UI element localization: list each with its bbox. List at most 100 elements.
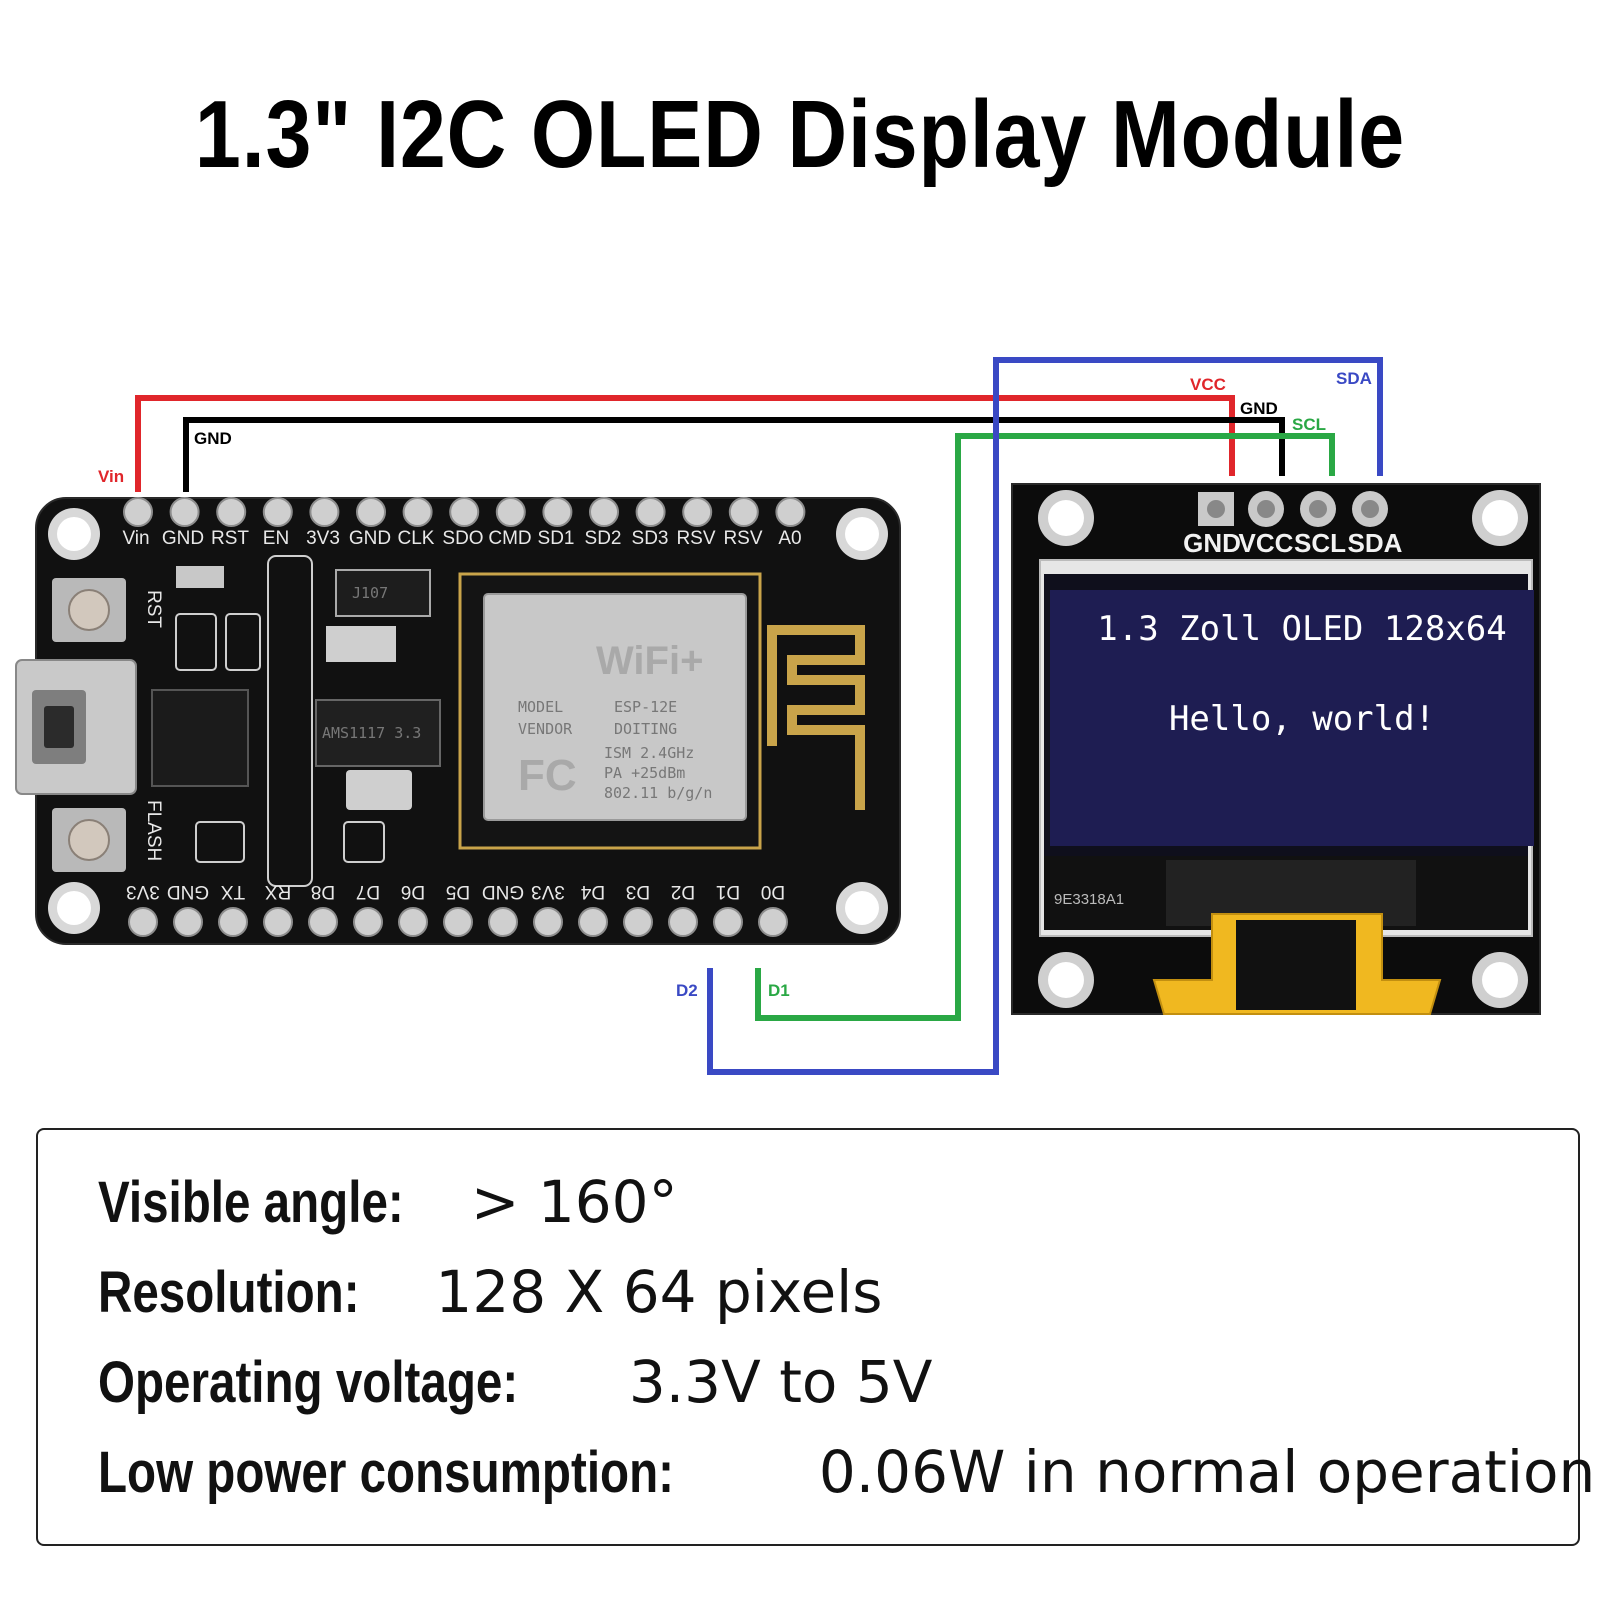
top-pin-label: 3V3 <box>306 528 340 549</box>
smd-components <box>175 555 385 887</box>
header-pin <box>758 907 788 937</box>
oled-pin-label: SDA <box>1348 528 1403 558</box>
header-pin <box>128 907 158 937</box>
mounting-hole-icon <box>48 508 888 934</box>
oled-screen-line2: Hello, world! <box>1169 699 1435 739</box>
top-pin-label: SD2 <box>585 528 622 549</box>
bottom-pin-label: D1 <box>716 881 740 902</box>
bottom-pin-label: 3V3 <box>531 881 565 902</box>
top-pin-label: GND <box>162 528 204 549</box>
rst-button-label: RST <box>143 590 164 628</box>
top-pin-label: SD1 <box>538 528 575 549</box>
header-pin <box>668 907 698 937</box>
bottom-pin-label: TX <box>221 881 246 902</box>
header-pin <box>533 907 563 937</box>
bottom-pin-label: D0 <box>761 881 785 902</box>
usb-port-icon <box>15 659 137 795</box>
svg-text:ISM 2.4GHz: ISM 2.4GHz <box>604 744 694 762</box>
header-pin <box>775 497 806 527</box>
header-pin <box>356 497 386 527</box>
top-pin-label: GND <box>349 528 391 549</box>
header-pin <box>488 907 518 937</box>
header-pin <box>398 907 428 937</box>
bottom-pin-label: D6 <box>401 881 425 902</box>
bottom-header-pins <box>128 907 788 937</box>
spec-key: Low power consumption: <box>98 1440 674 1505</box>
header-pin <box>402 497 433 527</box>
spec-key: Operating voltage: <box>98 1350 519 1415</box>
top-pin-label: RST <box>211 528 249 549</box>
svg-text:MODEL: MODEL <box>518 698 563 716</box>
spec-value: 0.06W in normal operation <box>800 1438 1596 1506</box>
rst-button <box>52 578 126 642</box>
vcc-label: VCC <box>1190 375 1226 394</box>
bottom-pin-label: GND <box>482 881 524 902</box>
pcb-antenna-icon <box>767 625 865 810</box>
oled-screen-line1: 1.3 Zoll OLED 128x64 <box>1097 609 1506 649</box>
flash-button <box>52 808 126 872</box>
top-pin-label: Vin <box>122 528 149 549</box>
specs-box: Visible angle:> 160° Resolution: 128 X 6… <box>36 1128 1595 1546</box>
gnd-wire <box>183 417 1285 492</box>
header-pin <box>353 907 383 937</box>
oled-pin-label: GND <box>1183 528 1241 558</box>
header-pin <box>123 497 153 527</box>
wire-labels: Vin GND VCC GND SCL SDA D2 D1 <box>98 369 1372 1000</box>
svg-text:VENDOR: VENDOR <box>518 720 573 738</box>
header-pin <box>216 497 247 527</box>
sda-label: SDA <box>1336 369 1372 388</box>
bottom-pin-label: D5 <box>446 881 470 902</box>
sda-wire <box>707 357 1383 1075</box>
header-pin <box>713 907 743 937</box>
nodemcu-board: RST FLASH J107 AMS1117 3.3 WiFi+ MODEL <box>15 497 901 945</box>
d2-label: D2 <box>676 981 698 1000</box>
top-pin-label: RSV <box>723 528 762 549</box>
svg-text:AMS1117 3.3: AMS1117 3.3 <box>322 724 421 742</box>
bottom-pin-label: 3V3 <box>126 881 160 902</box>
header-pin <box>449 497 480 527</box>
oled-pin-label: VCC <box>1239 528 1294 558</box>
top-pin-label: SD3 <box>632 528 669 549</box>
header-pin <box>635 497 666 527</box>
scl-wire <box>755 433 1335 1021</box>
esp12e-module: WiFi+ MODEL ESP-12E VENDOR DOITING FC IS… <box>458 572 762 850</box>
header-pin <box>589 497 619 527</box>
bottom-pin-label: RX <box>264 881 291 902</box>
top-pin-label: SDO <box>442 528 483 549</box>
header-pin <box>309 497 340 527</box>
header-pin <box>262 497 293 527</box>
usb-uart-chip <box>151 689 249 787</box>
header-pin <box>218 907 248 937</box>
fcc-logo: FC <box>518 751 577 800</box>
svg-text:802.11 b/g/n: 802.11 b/g/n <box>604 784 712 802</box>
gnd-label-right: GND <box>1240 399 1278 418</box>
spec-power-consumption: Low power consumption: 0.06W in normal o… <box>98 1438 1595 1506</box>
spec-value: 128 X 64 pixels <box>416 1258 883 1326</box>
top-pin-labels: Vin GND RST EN 3V3 GND CLK SDO CMD SD1 S… <box>122 528 801 549</box>
svg-text:ESP-12E: ESP-12E <box>614 698 677 716</box>
svg-text:WiFi+: WiFi+ <box>596 639 703 683</box>
vin-label: Vin <box>98 467 124 486</box>
vcc-wire <box>135 395 1235 492</box>
svg-text:PA +25dBm: PA +25dBm <box>604 764 685 782</box>
header-pin <box>308 907 338 937</box>
header-pin <box>443 907 473 937</box>
spec-visible-angle: Visible angle:> 160° <box>98 1168 678 1236</box>
header-pin <box>263 907 293 937</box>
top-header-pins <box>123 497 806 527</box>
mounting-hole-icon <box>1038 490 1528 1008</box>
oled-screen <box>1050 590 1534 846</box>
spec-value: 3.3V to 5V <box>610 1348 933 1416</box>
header-pin <box>682 497 713 527</box>
voltage-regulator: J107 AMS1117 3.3 <box>315 569 441 810</box>
top-pin-label: A0 <box>778 528 801 549</box>
header-pin <box>542 497 573 527</box>
oled-module: GND VCC SCL SDA 1.3 Zoll OLED 128x64 Hel… <box>1011 483 1541 1015</box>
top-pin-label: RSV <box>676 528 715 549</box>
oled-pin-labels: GND VCC SCL SDA <box>1183 528 1403 558</box>
top-pin-label: CMD <box>488 528 531 549</box>
spec-operating-voltage: Operating voltage: 3.3V to 5V <box>98 1348 932 1416</box>
bottom-pin-label: D3 <box>626 881 650 902</box>
oled-pin-label: SCL <box>1294 528 1346 558</box>
bottom-pin-labels: 3V3 GND TX RX D8 D7 D6 D5 GND 3V3 D4 D3 … <box>126 881 785 902</box>
